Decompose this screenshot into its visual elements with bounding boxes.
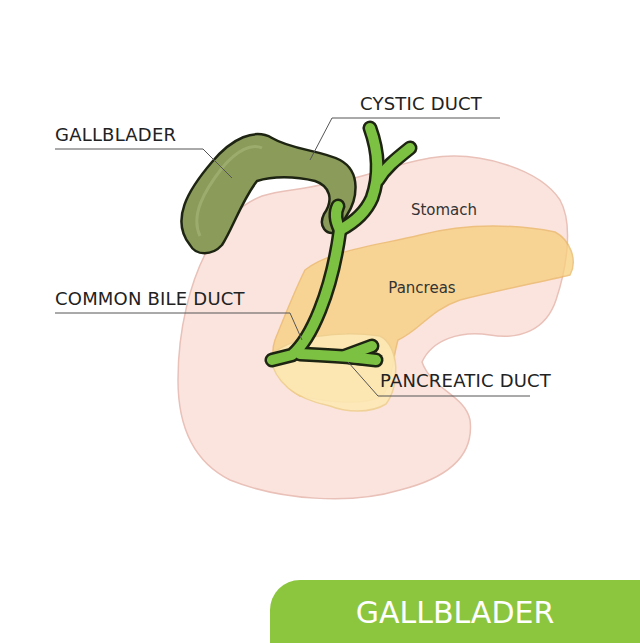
organ-shape [270, 334, 396, 411]
part-label: COMMON BILE DUCT [55, 288, 245, 309]
part-label: CYSTIC DUCT [360, 93, 482, 114]
duct-outline [272, 128, 410, 360]
organ-shape [270, 580, 640, 643]
region-name: Pancreas [388, 279, 455, 297]
region-name: GALLBLADER [356, 595, 555, 630]
title-banner: GALLBLADER [270, 580, 640, 643]
duct [272, 128, 410, 360]
region-name: Stomach [411, 201, 477, 219]
gallbladder [181, 134, 355, 253]
gallbladder-highlight [197, 146, 262, 236]
leader-line [55, 118, 530, 396]
part-label: GALLBLADER [55, 124, 176, 145]
part-label: PANCREATIC DUCT [380, 370, 551, 391]
